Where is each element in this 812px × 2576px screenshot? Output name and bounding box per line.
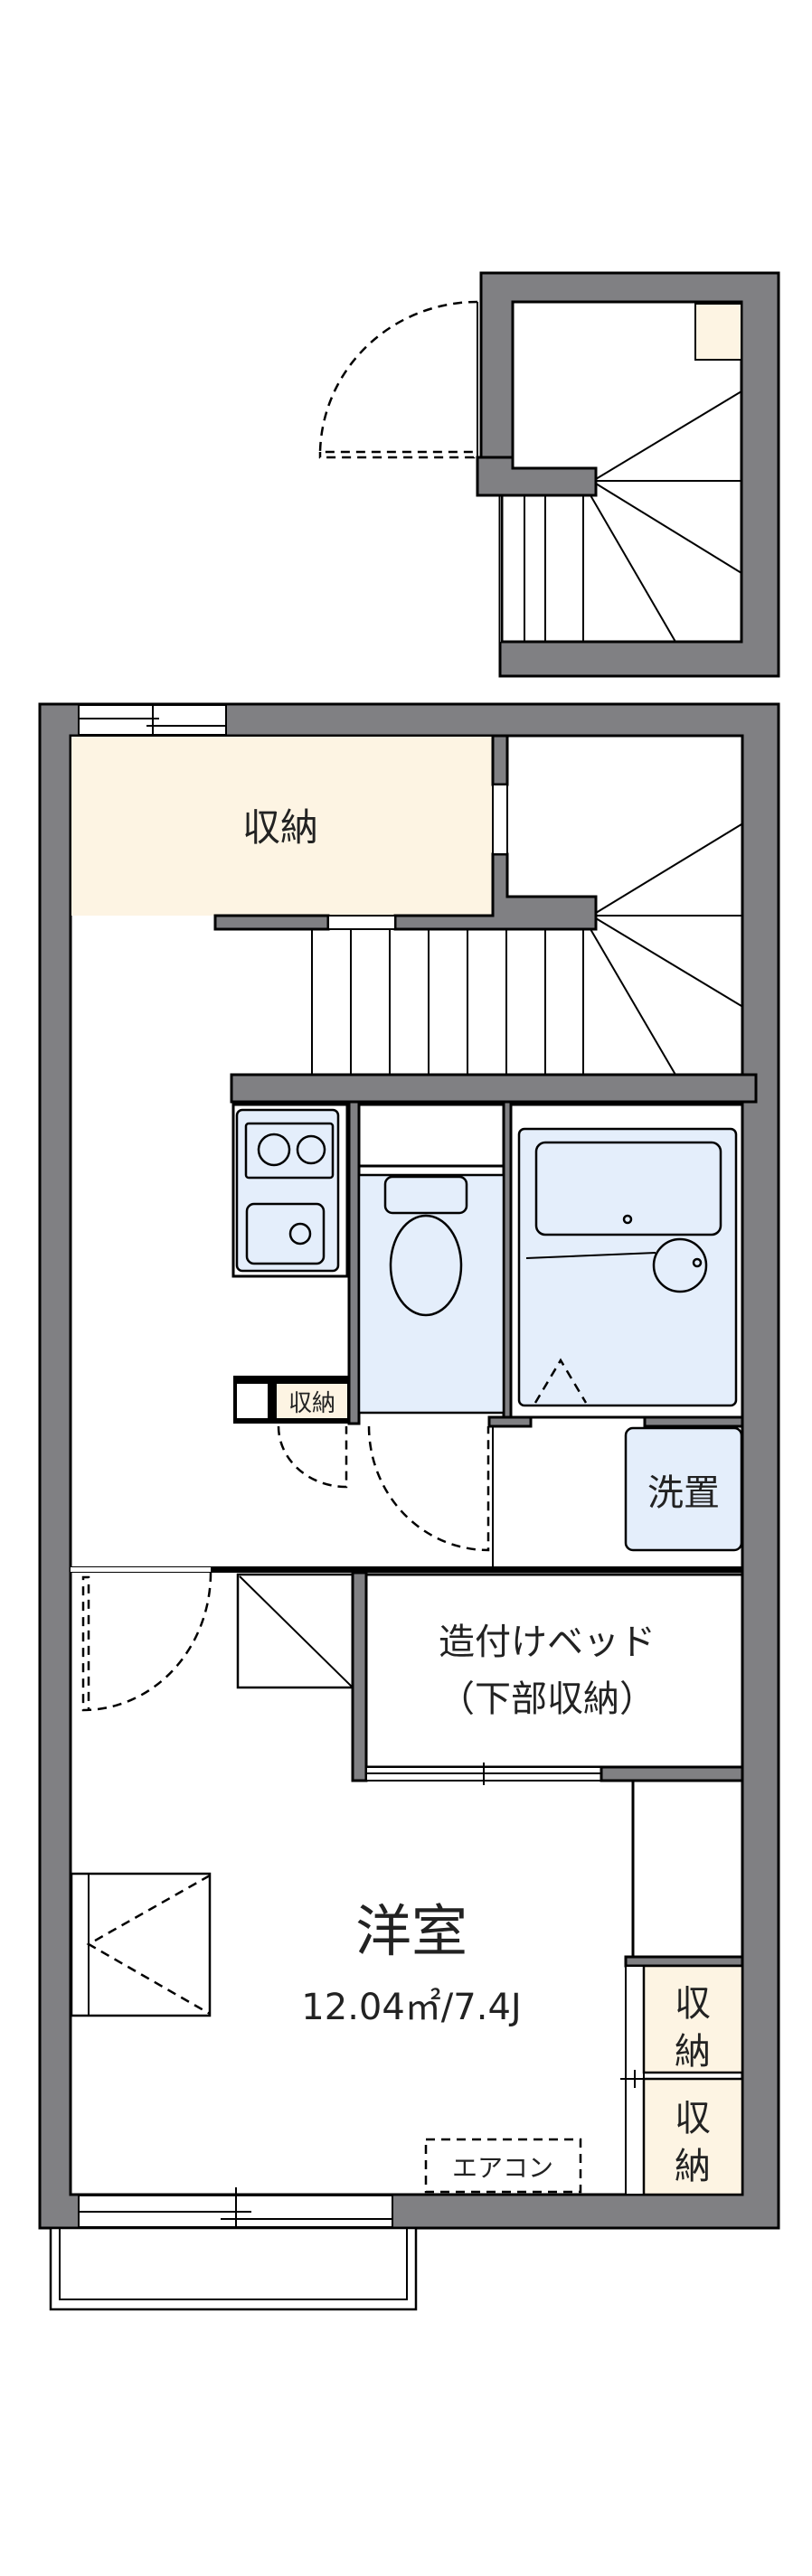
- main-level: 収納: [38, 702, 780, 2311]
- loft-door-swing: [318, 300, 478, 459]
- washer-space: [624, 1426, 743, 1552]
- drain-icon: [288, 1222, 312, 1246]
- closet-2: [642, 2077, 744, 2196]
- bathroom: [509, 1103, 744, 1419]
- closet-1: [642, 1964, 744, 2074]
- main-room-label: 洋室: [355, 1898, 467, 1964]
- top-window: [78, 703, 227, 741]
- built-in-bed: [364, 1573, 744, 1769]
- bed-label-line2: （下部収納）: [439, 1678, 656, 1720]
- toilet-icon: [389, 1214, 463, 1317]
- entrance-door-swing: [81, 1572, 212, 1712]
- sink: [245, 1202, 326, 1265]
- closet-2-label-top: 収: [675, 2098, 711, 2139]
- toilet-room: [357, 1103, 505, 1415]
- burner-icon: [296, 1134, 326, 1165]
- bottom-window: [78, 2187, 393, 2233]
- burner-icon: [257, 1133, 291, 1167]
- storage-room: [71, 737, 493, 916]
- toilet-door-swing: [367, 1425, 490, 1552]
- balcony: [49, 2226, 418, 2311]
- washer-label: 洗置: [647, 1472, 720, 1514]
- main-room-area: 12.04㎡/7.4J: [301, 1987, 521, 2028]
- loft-level: [318, 271, 780, 678]
- bed-label-line1: 造付けベッド: [439, 1622, 656, 1663]
- small-storage-label: 収納: [288, 1390, 335, 1417]
- closet-1-label-bottom: 納: [675, 2031, 711, 2073]
- closet-2-label-bottom: 納: [675, 2146, 711, 2187]
- storage-room-label: 収納: [242, 805, 318, 850]
- storage-door-swing: [277, 1425, 348, 1489]
- aircon: [424, 2138, 582, 2194]
- bathtub: [534, 1141, 722, 1236]
- loft-stairs: [524, 390, 742, 643]
- closet-1-label-top: 収: [675, 1983, 711, 2025]
- aircon-label: エアコン: [452, 2153, 553, 2183]
- kitchen-unit: [231, 1103, 349, 1278]
- basin-icon: [652, 1237, 708, 1293]
- stairs: [311, 823, 742, 1076]
- loft-corner-storage: [694, 303, 742, 361]
